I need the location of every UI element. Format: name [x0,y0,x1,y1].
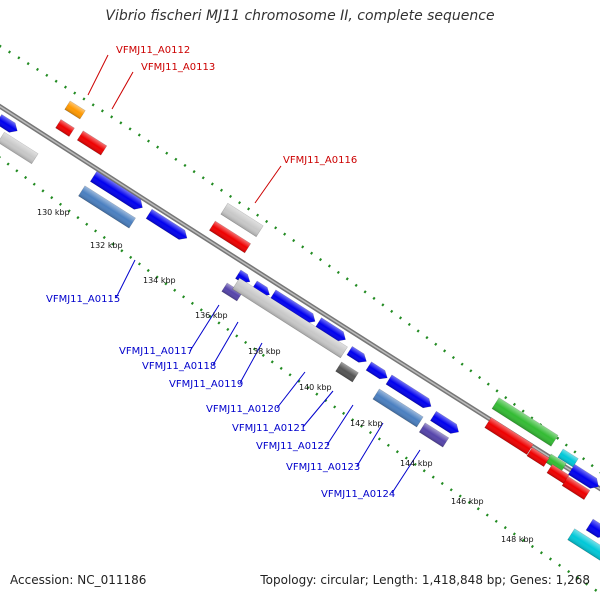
gene-label[interactable]: VFMJ11_A0120 [206,404,280,415]
gene-feature[interactable] [78,185,136,229]
gene-feature[interactable] [145,208,190,242]
gene-feature[interactable] [526,447,550,467]
gene-label[interactable]: VFMJ11_A0123 [286,462,360,473]
gene-label[interactable]: VFMJ11_A0122 [256,441,330,452]
gene-feature[interactable] [208,220,252,254]
gene-feature[interactable] [76,130,108,156]
map-title: Vibrio fischeri MJ11 chromosome II, comp… [105,8,495,24]
gene-feature[interactable] [491,397,559,447]
gene-feature[interactable] [269,289,318,326]
gene-feature[interactable] [0,114,20,135]
gene-label[interactable]: VFMJ11_A0112 [116,45,190,56]
kbp-tick-label: 138 kbp [248,347,281,356]
label-leader-line [254,165,282,204]
gene-feature[interactable] [346,346,369,365]
kbp-tick-label: 140 kbp [299,383,332,392]
gene-feature[interactable] [0,131,39,165]
gene-label[interactable]: VFMJ11_A0119 [169,379,243,390]
topology-text: Topology: circular; Length: 1,418,848 bp… [260,573,590,587]
label-leader-line [391,449,421,494]
label-leader-line [302,390,334,428]
label-leader-line [276,371,306,409]
gene-feature[interactable] [365,361,390,382]
kbp-tick-label: 144 kbp [400,459,433,468]
gene-feature[interactable] [55,119,75,137]
label-leader-line [115,259,136,299]
gene-label[interactable]: VFMJ11_A0115 [46,294,120,305]
gene-label[interactable]: VFMJ11_A0116 [283,155,357,166]
label-leader-line [111,71,134,110]
gene-feature[interactable] [372,388,424,428]
gene-label[interactable]: VFMJ11_A0124 [321,489,395,500]
gene-feature[interactable] [232,277,348,359]
kbp-tick-label: 136 kbp [195,311,228,320]
kbp-tick-label: 132 kbp [90,241,123,250]
gene-feature[interactable] [585,518,600,541]
kbp-tick-label: 146 kbp [451,497,484,506]
gene-feature[interactable] [315,317,349,344]
kbp-tick-label: 148 kbp [501,535,534,544]
gene-feature[interactable] [561,476,591,500]
gene-feature[interactable] [418,422,450,448]
gene-label[interactable]: VFMJ11_A0113 [141,62,215,73]
gene-feature[interactable] [430,410,461,436]
gene-feature[interactable] [220,202,264,238]
gene-feature[interactable] [567,463,600,491]
kbp-tick-label: 142 kbp [350,419,383,428]
gene-feature[interactable] [557,448,579,468]
gene-label[interactable]: VFMJ11_A0117 [119,346,193,357]
gene-feature[interactable] [567,528,600,562]
gene-label[interactable]: VFMJ11_A0118 [142,361,216,372]
label-leader-line [239,342,263,384]
gene-label[interactable]: VFMJ11_A0121 [232,423,306,434]
gene-feature[interactable] [484,417,534,455]
label-leader-line [326,404,354,446]
gene-feature[interactable] [385,374,434,411]
label-leader-line [189,304,220,352]
label-leader-line [356,422,384,467]
label-leader-line [212,321,239,366]
label-leader-line [87,54,109,96]
gene-feature[interactable] [64,100,86,120]
gene-feature[interactable] [335,361,359,383]
accession-text: Accession: NC_011186 [10,573,147,587]
inner-tick-ring [0,156,600,595]
kbp-tick-label: 130 kbp [37,208,70,217]
kbp-tick-label: 134 kbp [143,276,176,285]
gene-feature[interactable] [89,171,145,212]
